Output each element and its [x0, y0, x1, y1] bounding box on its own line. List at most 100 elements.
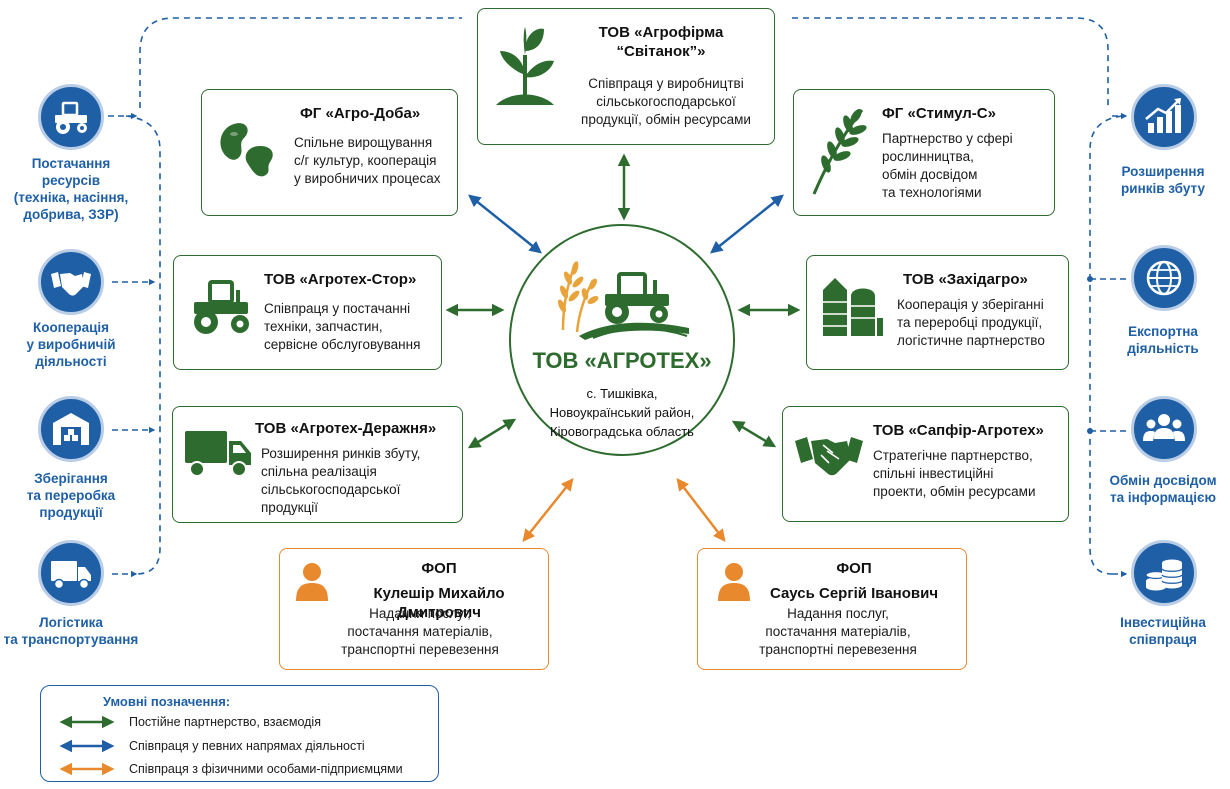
legend-item: Постійне партнерство, взаємодія: [129, 715, 321, 729]
truck-icon: [51, 561, 91, 590]
legend-title: Умовні позначення:: [103, 694, 231, 709]
globe-icon: [1146, 260, 1182, 296]
handshake-icon: [795, 437, 863, 476]
partner-title: ФГ «Агро-Доба»: [300, 105, 421, 122]
coins-icon: [1145, 559, 1183, 591]
arrow-saus: [676, 478, 726, 542]
partner-description: транспортні перевезення: [341, 642, 499, 657]
truck-icon: [185, 431, 251, 477]
partner-description: техніки, запчастин,: [264, 319, 383, 334]
right-bracket: [1089, 115, 1123, 575]
legend-item: Співпраця у певних напрямах діяльності: [129, 739, 365, 753]
partner-title: ФОП: [421, 560, 457, 577]
beans-icon: [220, 123, 273, 177]
partner-description: сільськогосподарської: [261, 482, 401, 497]
sprout-icon: [496, 27, 554, 105]
arrow-derazhnia: [467, 418, 517, 449]
side-label: (техніка, насіння,: [13, 190, 129, 205]
partner-description: постачання матеріалів,: [765, 624, 911, 639]
partner-card-sapfir: ТОВ «Сапфір-Агротех» Стратегічне партнер…: [782, 406, 1069, 522]
side-label: та інформацією: [1109, 490, 1217, 505]
partner-title: Кулешір Михайло Дмитрович: [373, 585, 505, 621]
legend: Умовні позначення: Постійне партнерство,…: [40, 685, 439, 782]
side-label: Експортна: [1128, 324, 1198, 339]
partner-description: Надання послуг,: [787, 606, 889, 621]
side-label: Кооперація: [32, 320, 110, 335]
company-name: ТОВ «АГРОТЕХ»: [532, 348, 712, 373]
partner-description: транспортні перевезення: [759, 642, 917, 657]
dashed-frame-right: [792, 17, 1109, 108]
side-label: діяльність: [1127, 341, 1199, 356]
side-label: діяльності: [35, 354, 107, 369]
side-label: та переробка: [26, 488, 116, 503]
wheat-tractor-icon: [557, 261, 689, 340]
side-label: ринків збуту: [1121, 181, 1205, 196]
legend-item: Співпраця з фізичними особами-підприємця…: [129, 762, 403, 776]
handshake-icon: [51, 272, 91, 296]
partner-card-saus: ФОП Саусь Сергій Іванович Надання послуг…: [697, 548, 967, 670]
partner-description: сервісне обслуговування: [264, 337, 421, 352]
side-circle-cooperation: [38, 249, 104, 315]
company-address: Кіровоградська область: [550, 424, 694, 439]
partner-description: сільськогосподарської: [596, 94, 736, 109]
partner-card-agro-doba: ФГ «Агро-Доба» Спільне вирощування с/г к…: [201, 89, 458, 216]
partner-description: та переробці продукції,: [897, 315, 1043, 330]
silo-icon: [823, 278, 883, 336]
growth-chart-icon: [1145, 98, 1181, 133]
partner-title: ТОВ «Агротех-Стор»: [264, 271, 417, 288]
partner-card-stymul: ФГ «Стимул-С» Партнерство у сфері рослин…: [793, 89, 1055, 216]
side-label: ресурсів: [41, 173, 101, 188]
side-circle-investment: [1131, 540, 1197, 606]
partner-description: Надання послуг,: [369, 606, 471, 621]
partner-description: Кооперація у зберіганні: [897, 297, 1044, 312]
partner-title: ТОВ «Західагро»: [903, 271, 1028, 288]
partner-description: логістичне партнерство: [897, 333, 1045, 348]
partner-description: Спільне вирощування: [294, 135, 433, 150]
company-address: с. Тишківка,: [586, 386, 658, 401]
side-label: продукції: [39, 505, 103, 520]
partner-description: спільні інвестиційні: [873, 466, 994, 481]
side-label: Постачання: [31, 156, 111, 171]
partner-title: ФГ «Стимул-С»: [882, 105, 996, 122]
wheat-icon: [812, 109, 867, 195]
side-label: Логістика: [39, 615, 103, 630]
tractor-icon: [194, 280, 249, 334]
partner-card-zakhidagro: ТОВ «Західагро» Кооперація у зберіганні …: [806, 255, 1069, 370]
partner-description: Стратегічне партнерство,: [873, 448, 1033, 463]
side-label: Зберігання: [34, 471, 108, 486]
tractor-icon: [55, 101, 87, 134]
arrow-stymul: [710, 194, 784, 254]
side-label: та транспортування: [3, 632, 139, 647]
partner-description: с/г культур, кооперація: [294, 153, 437, 168]
partner-description: Співпраця у виробництві: [588, 76, 744, 91]
arrow-kuleshir: [522, 478, 574, 542]
side-circle-exchange: [1131, 396, 1197, 462]
partner-card-kuleshir: ФОП Кулешір Михайло Дмитрович Надання по…: [279, 548, 549, 670]
partner-description: обмін досвідом: [882, 167, 978, 182]
partner-description: Партнерство у сфері: [882, 131, 1013, 146]
side-label: Розширення: [1121, 164, 1205, 179]
company-address: Новоукраїнський район,: [549, 405, 695, 420]
dashed-frame-left: [139, 17, 462, 108]
side-label: у виробничій: [26, 337, 116, 352]
side-circle-supply: [38, 84, 104, 150]
warehouse-icon: [53, 413, 89, 445]
partner-description: продукції, обмін ресурсами: [581, 112, 751, 127]
person-icon: [296, 563, 328, 601]
partner-title: “Світанок”»: [616, 43, 706, 60]
partner-description: та технологіями: [882, 185, 982, 200]
arrow-agro-doba: [468, 194, 542, 254]
people-icon: [1143, 414, 1185, 441]
side-circle-logistics: [38, 540, 104, 606]
side-circle-export: [1131, 245, 1197, 311]
partner-title: ТОВ «Агрофірма: [598, 24, 724, 41]
arrow-sapfir: [731, 420, 777, 448]
partner-card-agrotech-stor: ТОВ «Агротех-Стор» Співпраця у постачанн…: [173, 255, 442, 370]
partner-title: ТОВ «Агротех-Деражня»: [255, 420, 437, 437]
partner-description: постачання матеріалів,: [347, 624, 493, 639]
side-label: співпраця: [1129, 632, 1197, 647]
partner-description: рослинництва,: [882, 149, 974, 164]
partner-title: ТОВ «Сапфір-Агротех»: [873, 422, 1044, 439]
partner-description: продукції: [261, 500, 319, 515]
